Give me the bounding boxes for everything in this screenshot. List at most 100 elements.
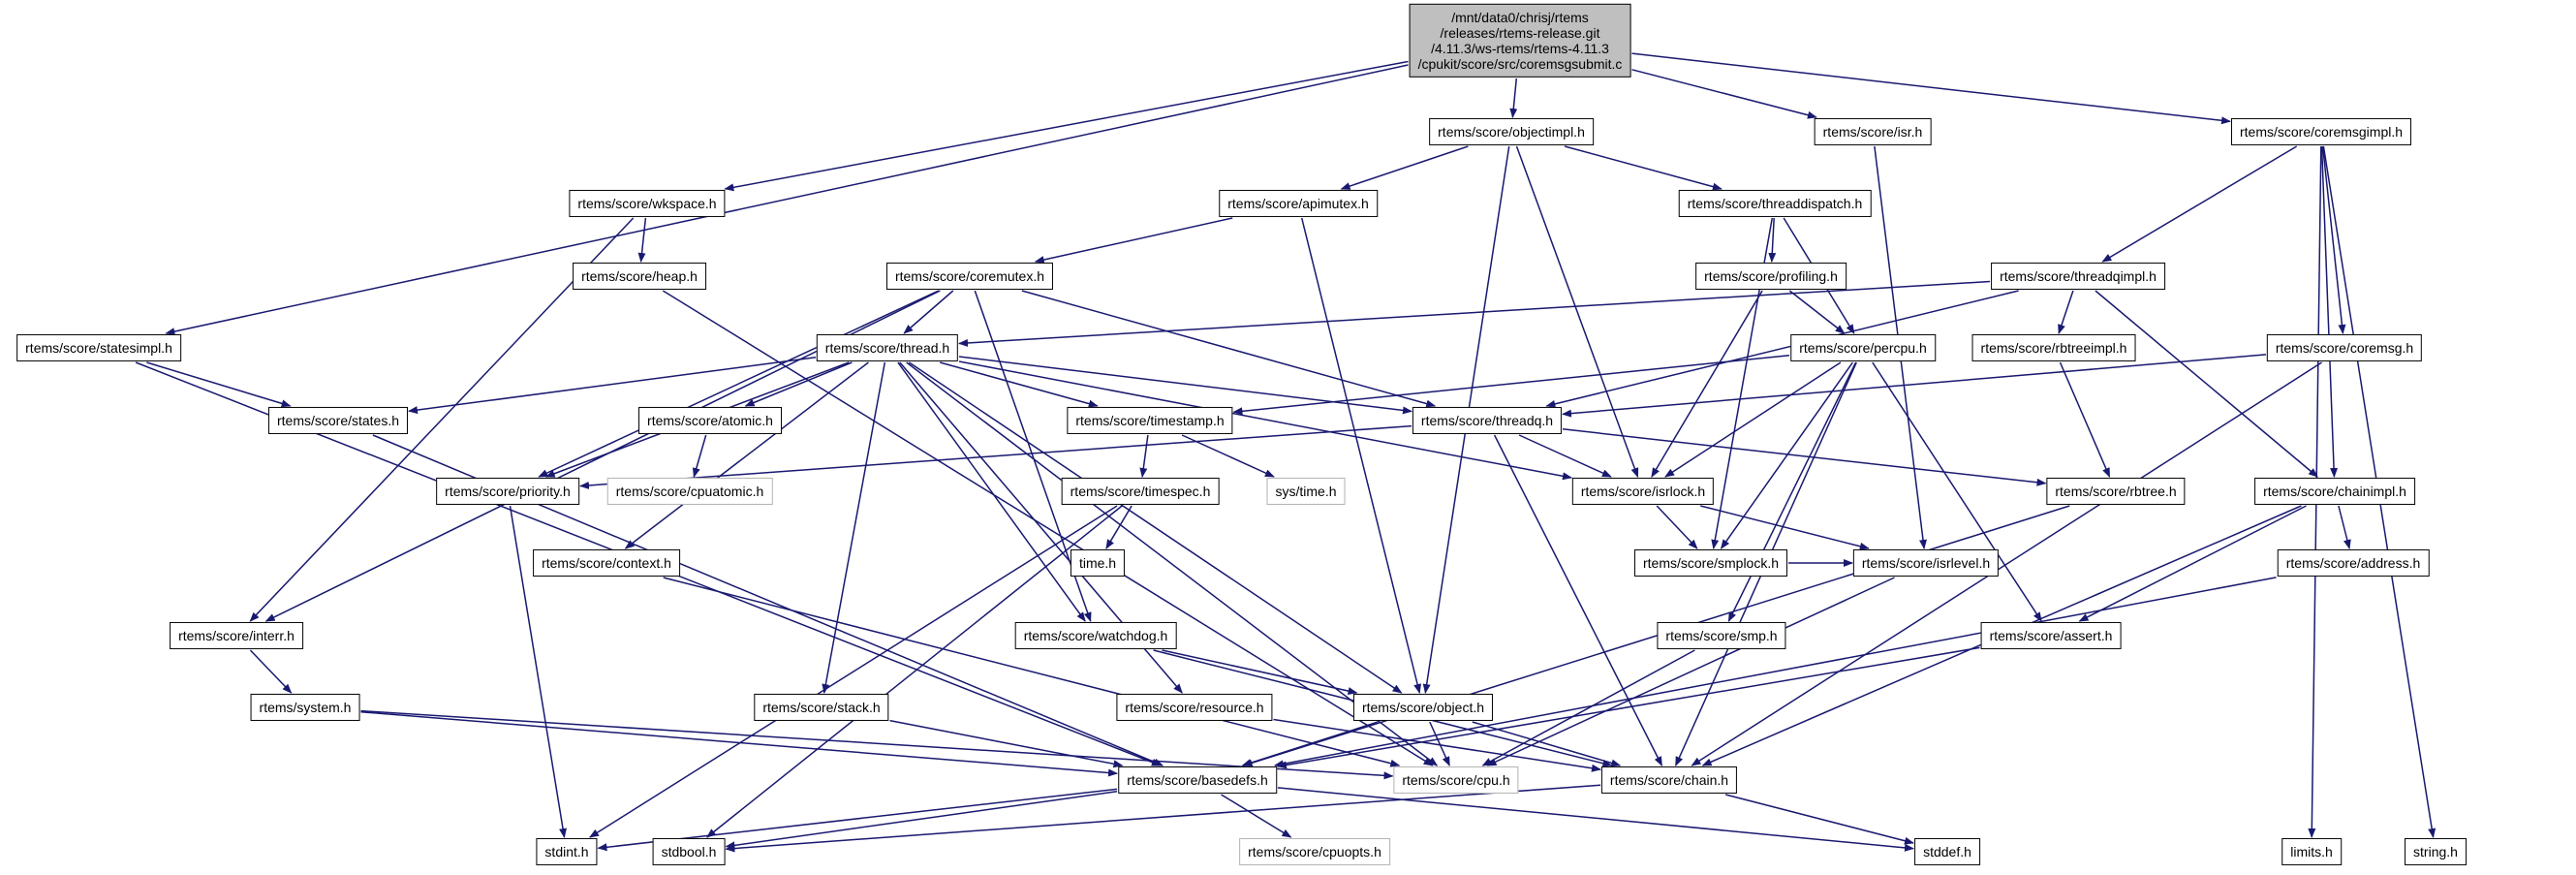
graph-node-percpu[interactable]: rtems/score/percpu.h [1790,333,1936,362]
graph-node-statesimpl[interactable]: rtems/score/statesimpl.h [16,333,181,362]
graph-node-timespec[interactable]: rtems/score/timespec.h [1061,477,1220,506]
edge-main-statesimpl [165,64,1409,336]
graph-node-threaddispatch[interactable]: rtems/score/threaddispatch.h [1678,189,1872,218]
graph-node-isrlock[interactable]: rtems/score/isrlock.h [1571,477,1715,506]
graph-node-chain[interactable]: rtems/score/chain.h [1600,766,1738,795]
graph-node-timestamp[interactable]: rtems/score/timestamp.h [1067,406,1233,435]
edge-isrlevel-cpu [1486,577,1895,766]
edge-profiling-percpu [1788,290,1846,334]
graph-node-cpuopts: rtems/score/cpuopts.h [1239,837,1390,866]
edge-chain-stddef [1725,794,1914,845]
graph-node-coremsg[interactable]: rtems/score/coremsg.h [2266,333,2423,362]
edge-wkspace-heap [637,217,647,263]
graph-node-watchdog[interactable]: rtems/score/watchdog.h [1014,621,1177,650]
edge-chainimpl-assert [2078,505,2307,622]
graph-node-cpu: rtems/score/cpu.h [1393,766,1519,795]
graph-node-smplock[interactable]: rtems/score/smplock.h [1633,548,1788,578]
edge-coremsg-chain [1691,361,2323,766]
edge-stack-basedefs [889,719,1124,768]
edge-thread-object [908,361,1403,694]
edge-thread-stack [822,361,886,694]
edge-timespec-stdint [589,505,1118,838]
edge-main-wkspace [724,60,1409,192]
graph-node-object[interactable]: rtems/score/object.h [1352,693,1494,722]
edge-thread-watchdog [897,361,1086,622]
edge-threadqimpl-threadq [1545,290,2019,408]
graph-node-stdint: stdint.h [536,837,598,866]
graph-node-system[interactable]: rtems/system.h [250,693,360,722]
edge-threadq-priority [579,424,1412,489]
graph-node-states[interactable]: rtems/score/states.h [267,406,409,435]
edge-apimutex-object [1300,217,1422,694]
edge-address-basedefs [1273,577,2277,768]
edge-thread-states [408,357,817,415]
edge-threadqimpl-chainimpl [2095,290,2318,478]
edge-priority-stdint [509,505,567,838]
graph-node-address[interactable]: rtems/score/address.h [2277,548,2430,578]
graph-node-profiling[interactable]: rtems/score/profiling.h [1695,262,1847,291]
graph-node-heap[interactable]: rtems/score/heap.h [573,262,706,291]
graph-node-chainimpl[interactable]: rtems/score/chainimpl.h [2254,477,2415,506]
edge-timespec-time [1105,505,1133,549]
graph-node-apimutex[interactable]: rtems/score/apimutex.h [1219,189,1378,218]
graph-node-resource[interactable]: rtems/score/resource.h [1116,693,1273,722]
graph-node-isrlevel[interactable]: rtems/score/isrlevel.h [1852,548,2000,578]
graph-node-thread[interactable]: rtems/score/thread.h [816,333,959,362]
graph-node-basedefs[interactable]: rtems/score/basedefs.h [1118,766,1277,795]
graph-node-isr[interactable]: rtems/score/isr.h [1814,117,1932,146]
edge-basedefs-cpuopts [1221,794,1292,838]
edge-thread-context [624,361,869,549]
edge-context-cpu [663,577,1401,767]
edge-main-isr [1631,69,1817,119]
graph-node-interr[interactable]: rtems/score/interr.h [170,621,303,650]
graph-node-rbtreeimpl[interactable]: rtems/score/rbtreeimpl.h [1971,333,2136,362]
graph-node-time: time.h [1070,548,1126,578]
edge-profiling-isrlock [1651,290,1763,478]
graph-node-coremsgimpl[interactable]: rtems/score/coremsgimpl.h [2230,117,2412,146]
graph-node-main: /mnt/data0/chrisj/rtems /releases/rtems-… [1409,3,1631,78]
edge-coremutex-priority [538,290,940,478]
graph-node-assert[interactable]: rtems/score/assert.h [1980,621,2122,650]
edge-rbtree-basedefs [1242,505,2070,767]
edge-threadq-rbtree [1562,428,2047,486]
edge-coremsgimpl-coremsg [2321,145,2346,334]
graph-node-cpuatomic: rtems/score/cpuatomic.h [606,477,773,506]
graph-node-coremutex[interactable]: rtems/score/coremutex.h [885,262,1054,291]
edge-basedefs-stddef [1277,787,1914,852]
graph-node-smp[interactable]: rtems/score/smp.h [1657,621,1786,650]
graph-node-threadqimpl[interactable]: rtems/score/threadqimpl.h [1991,262,2165,291]
edge-threadqimpl-thread [958,280,1991,347]
edge-object-chain [1472,721,1622,767]
edge-coremutex-thread [903,290,954,334]
edge-assert-basedefs [1277,646,1980,769]
edge-watchdog-object [1162,649,1358,695]
edge-threaddispatch-profiling [1768,217,1777,263]
edge-system-basedefs [360,710,1118,777]
graph-node-objectimpl[interactable]: rtems/score/objectimpl.h [1429,117,1594,146]
edge-isrlock-isrlevel [1700,505,1870,550]
graph-node-context[interactable]: rtems/score/context.h [533,548,680,578]
edge-timespec-stdbool [706,505,1123,838]
edge-objectimpl-threaddispatch [1564,145,1723,191]
edge-object-cpu [1429,721,1450,766]
graph-node-atomic[interactable]: rtems/score/atomic.h [638,406,782,435]
edge-coremsgimpl-chainimpl [2320,145,2339,478]
edge-threadqimpl-rbtreeimpl [2058,290,2074,334]
graph-node-stack[interactable]: rtems/score/stack.h [754,693,889,722]
edge-basedefs-stdbool [725,790,1118,850]
graph-node-rbtree[interactable]: rtems/score/rbtree.h [2046,477,2186,506]
graph-node-threadq[interactable]: rtems/score/threadq.h [1412,406,1563,435]
graph-node-string: string.h [2405,837,2467,866]
graph-node-systime: sys/time.h [1266,477,1346,506]
edge-isrlock-smplock [1656,505,1698,549]
edge-threadq-isrlock [1518,434,1612,478]
edge-thread-timestamp [939,361,1099,408]
edge-smp-cpu [1481,649,1695,766]
edge-percpu-timestamp [1232,354,1790,416]
edge-object-basedefs [1241,721,1379,767]
edge-main-objectimpl [1509,78,1518,118]
graph-node-wkspace[interactable]: rtems/score/wkspace.h [569,189,726,218]
graph-node-priority[interactable]: rtems/score/priority.h [436,477,579,506]
